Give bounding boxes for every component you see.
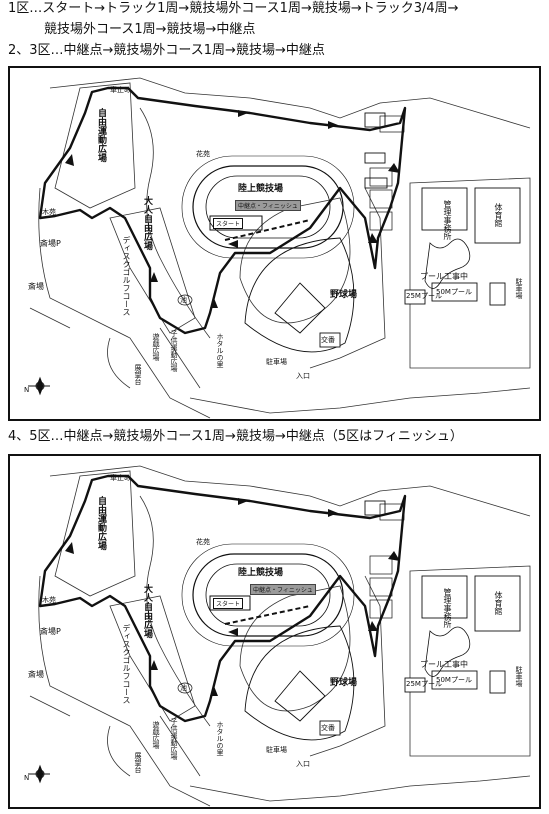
course-map-1: 自由運動広場 大人自由広場 ディスクゴルフコース 陸上競技場 スタート 中継点・… xyxy=(8,66,541,421)
label-hotaru: ホタルの里 xyxy=(216,333,224,368)
label-start: スタート xyxy=(213,218,244,229)
label-kaen: 花苑 xyxy=(196,150,210,158)
label-pool-50m: 50Mプール xyxy=(436,288,472,296)
label-saijo-2: 斎場 xyxy=(28,670,44,679)
label-saijo-p: 斎場P xyxy=(40,239,61,248)
label-kanri-jimusho: 管理事務所 xyxy=(443,200,452,240)
label-rikujo-kyogijo-2: 陸上競技場 xyxy=(238,568,284,578)
label-kodomo-hiroba: 子供運動広場 xyxy=(170,330,178,372)
label-ike-2: 池 xyxy=(180,684,187,692)
label-saijo-p-2: 斎場P xyxy=(40,627,61,636)
label-saijo: 斎場 xyxy=(28,282,44,291)
label-north: N xyxy=(24,386,30,394)
label-tenbodai-2: 展望台 xyxy=(134,752,142,773)
label-kodomo-hiroba-2: 子供運動広場 xyxy=(170,718,178,760)
label-yugi-hiroba-2: 遊戯広場 xyxy=(152,721,160,749)
label-pool-25m-2: 25Mプール xyxy=(406,680,442,688)
map-1-drawing xyxy=(28,77,531,419)
course-map-2: 自由運動広場 大人自由広場 ディスクゴルフコース 陸上競技場 スタート 中継点・… xyxy=(8,454,541,809)
label-hotaru-2: ホタルの里 xyxy=(216,721,224,756)
label-chushajo-right-2: 駐車場 xyxy=(515,666,523,687)
label-disc-golf: ディスクゴルフコース xyxy=(122,236,131,316)
label-yugi-hiroba: 遊戯広場 xyxy=(152,333,160,361)
label-chushajo-bottom-2: 駐車場 xyxy=(266,746,287,754)
label-pool-koji: プール工事中 xyxy=(420,272,468,281)
label-north-2: N xyxy=(24,774,30,782)
label-tomeru-1: 車止め xyxy=(110,86,131,94)
label-disc-golf-2: ディスクゴルフコース xyxy=(122,624,131,704)
label-koban: 交番 xyxy=(321,336,335,344)
route-text-line-3: 2、3区…中継点→競技場外コース1周→競技場→中継点 xyxy=(8,43,325,58)
label-chukei-finish-2: 中継点・フィニッシュ xyxy=(250,584,316,595)
label-taiikukan: 体育館 xyxy=(494,203,503,227)
label-chushajo-bottom: 駐車場 xyxy=(266,358,287,366)
label-yakyujo-2: 野球場 xyxy=(330,678,358,688)
label-iriguchi-2: 入口 xyxy=(296,760,310,768)
label-pool-25m: 25Mプール xyxy=(406,292,442,300)
label-koban-2: 交番 xyxy=(321,724,335,732)
label-chukei-finish: 中継点・フィニッシュ xyxy=(235,200,301,211)
label-taiikukan-2: 体育館 xyxy=(494,591,503,615)
label-chushajo-right: 駐車場 xyxy=(515,278,523,299)
label-mokuen: 木苑 xyxy=(42,208,56,216)
route-text-line-4: 4、5区…中継点→競技場外コース1周→競技場→中継点（5区はフィニッシュ） xyxy=(8,429,463,444)
label-rikujo-kyogijo: 陸上競技場 xyxy=(238,184,284,194)
route-text-line-2: 競技場外コース1周→競技場→中継点 xyxy=(44,22,256,37)
label-pool-50m-2: 50Mプール xyxy=(436,676,472,684)
label-jiyu-undo-hiroba-2: 自由運動広場 xyxy=(96,496,106,550)
label-kaen-2: 花苑 xyxy=(196,538,210,546)
label-tomeru-2: 車止め xyxy=(110,474,131,482)
label-jiyu-undo-hiroba: 自由運動広場 xyxy=(96,108,106,162)
label-ike: 池 xyxy=(180,296,187,304)
route-text-line-1: 1区…スタート→トラック1周→競技場外コース1周→競技場→トラック3/4周→ xyxy=(8,1,459,16)
label-otona-jiyu-hiroba: 大人自由広場 xyxy=(142,196,152,250)
label-mokuen-2: 木苑 xyxy=(42,596,56,604)
label-kanri-jimusho-2: 管理事務所 xyxy=(443,588,452,628)
label-pool-koji-2: プール工事中 xyxy=(420,660,468,669)
label-otona-jiyu-hiroba-2: 大人自由広場 xyxy=(142,584,152,638)
label-iriguchi: 入口 xyxy=(296,372,310,380)
label-start-2: スタート xyxy=(213,598,244,609)
map-2-drawing xyxy=(28,465,531,807)
label-yakyujo: 野球場 xyxy=(330,290,358,300)
label-tenbodai: 展望台 xyxy=(134,364,142,385)
